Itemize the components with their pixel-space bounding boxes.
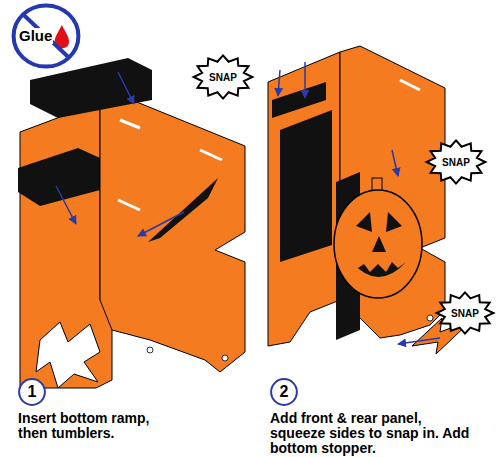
- snap-burst: SNAP: [193, 55, 253, 99]
- snap-text: SNAP: [209, 72, 237, 83]
- snap-text: SNAP: [442, 157, 470, 168]
- panel-hole: [222, 355, 228, 361]
- panel-slot: [400, 80, 420, 90]
- snap-burst: SNAP: [436, 292, 494, 334]
- pumpkin-nose: [372, 236, 386, 252]
- step-instruction: Insert bottom ramp, then tumblers.: [18, 411, 178, 441]
- panel-hole: [147, 347, 153, 353]
- callout-number: 1: [28, 383, 37, 401]
- number-circle: [19, 379, 45, 405]
- rear-black-panel: [280, 110, 332, 262]
- pumpkin-eye: [386, 212, 402, 232]
- insert-arrow: [304, 62, 306, 98]
- snap-text: SNAP: [451, 308, 479, 319]
- prohibition-ring: [14, 5, 79, 66]
- warning-text: Glue: [18, 28, 53, 45]
- insert-arrow: [278, 70, 280, 96]
- far-side-panel: [268, 52, 340, 346]
- insert-arrow: [118, 72, 134, 104]
- pumpkin-mouth: [352, 262, 406, 277]
- tumbler: [148, 178, 218, 242]
- callout-number: 2: [280, 383, 289, 401]
- insert-arrow: [56, 186, 76, 224]
- near-side-panel: [100, 88, 245, 372]
- starburst: [194, 55, 253, 98]
- panel-slot: [200, 150, 222, 160]
- insert-arrow: [392, 150, 398, 176]
- rear-black-panel: [272, 82, 326, 118]
- rear-black-panel: [18, 148, 100, 206]
- panel-slot: [118, 200, 140, 210]
- panel-hole: [427, 315, 433, 321]
- starburst: [437, 292, 494, 333]
- snap-burst: SNAP: [426, 140, 486, 184]
- panel-slot: [120, 120, 140, 128]
- pumpkin-eye: [356, 212, 372, 232]
- step-number: 2: [270, 378, 298, 406]
- zigzag-cutout: [36, 322, 100, 388]
- no-glue-sign: Glue: [10, 2, 82, 70]
- number-circle: [271, 379, 297, 405]
- insert-arrow: [138, 212, 184, 236]
- starburst: [427, 140, 486, 183]
- pumpkin-face: [334, 190, 422, 298]
- step-number: 1: [18, 378, 46, 406]
- step-instruction: Add front & rear panel, squeeze sides to…: [270, 411, 470, 456]
- insert-arrow: [398, 338, 440, 344]
- far-side-panel: [20, 102, 112, 388]
